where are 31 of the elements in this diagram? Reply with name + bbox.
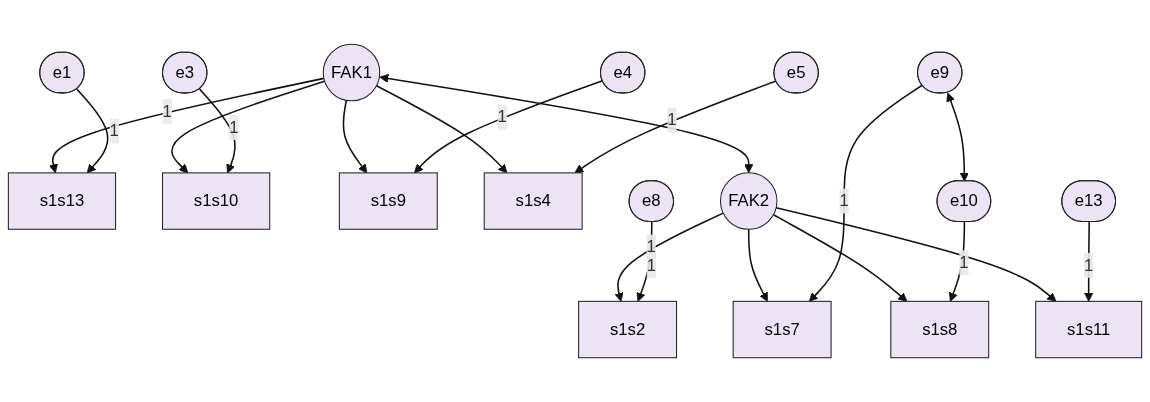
node-box: s1s8 [890, 300, 990, 359]
arrow [375, 84, 508, 174]
edge-label: 1 [959, 253, 969, 272]
edge-label: 1 [839, 191, 849, 210]
node-box: s1s2 [578, 300, 678, 359]
node-box: s1s4 [483, 172, 583, 230]
arrow [772, 213, 908, 302]
arrow [379, 73, 754, 174]
node-circle: FAK1 [322, 43, 381, 102]
arrow [946, 92, 969, 182]
edge-label: 1 [1084, 255, 1094, 274]
node-box: s1s10 [162, 172, 271, 230]
node-circle: FAK2 [719, 172, 778, 230]
arrow [574, 80, 777, 174]
node-box: s1s7 [732, 300, 832, 359]
edge-label: 1 [497, 107, 507, 126]
node-box: s1s9 [338, 172, 438, 230]
node-box: s1s11 [1035, 300, 1143, 359]
edge-label: 1 [646, 237, 656, 256]
arrow [747, 228, 768, 302]
edge-label: 1 [229, 118, 239, 136]
arrow [414, 79, 604, 174]
arrow [76, 88, 109, 174]
arrow [808, 84, 923, 302]
edge-label: 1 [667, 110, 677, 129]
node-box: s1s13 [7, 172, 117, 230]
edge-label: 1 [109, 121, 119, 140]
edge-label: 1 [162, 102, 172, 120]
edge-label: 1 [646, 255, 656, 274]
arrow [1084, 221, 1094, 302]
arrow [342, 99, 368, 174]
